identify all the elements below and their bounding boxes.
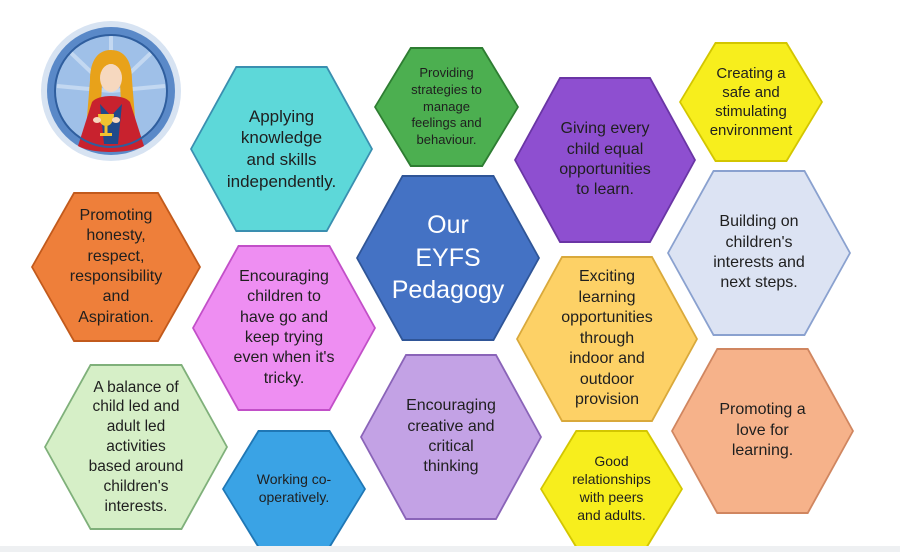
school-seal-logo-icon <box>41 21 181 161</box>
hex-feelings: Providing strategies to manage feelings … <box>374 47 519 167</box>
hex-cooperative-text: Working co-operatively. <box>224 432 364 546</box>
hex-exciting-text: Exciting learning opportunities through … <box>518 258 696 420</box>
hex-building: Building on children's interests and nex… <box>667 170 851 336</box>
hex-love: Promoting a love for learning. <box>671 348 854 514</box>
hex-center-title: Our EYFS Pedagogy <box>358 177 538 339</box>
hex-balance: A balance of child led and adult led act… <box>44 364 228 530</box>
hex-equal: Giving every child equal opportunities t… <box>514 77 696 243</box>
hex-center: Our EYFS Pedagogy <box>356 175 540 341</box>
hex-encouraging: Encouraging children to have go and keep… <box>192 245 376 411</box>
hex-encouraging-text: Encouraging children to have go and keep… <box>194 247 374 409</box>
bottom-edge-strip <box>0 546 900 552</box>
hex-relationships-text: Good relationships with peers and adults… <box>542 432 681 546</box>
hex-honesty: Promoting honesty, respect, responsibili… <box>31 192 201 342</box>
hex-creative: Encouraging creative and critical thinki… <box>360 354 542 520</box>
hex-honesty-text: Promoting honesty, respect, responsibili… <box>33 194 199 340</box>
hex-relationships: Good relationships with peers and adults… <box>540 430 683 548</box>
hex-love-text: Promoting a love for learning. <box>673 350 852 512</box>
hex-exciting: Exciting learning opportunities through … <box>516 256 698 422</box>
hex-feelings-text: Providing strategies to manage feelings … <box>376 49 517 165</box>
hex-applying-text: Applying knowledge and skills independen… <box>192 68 371 230</box>
hex-applying: Applying knowledge and skills independen… <box>190 66 373 232</box>
hex-safe-text: Creating a safe and stimulating environm… <box>681 44 821 160</box>
hex-creative-text: Encouraging creative and critical thinki… <box>362 356 540 518</box>
hex-balance-text: A balance of child led and adult led act… <box>46 366 226 528</box>
hex-equal-text: Giving every child equal opportunities t… <box>516 79 694 241</box>
hex-cooperative: Working co-operatively. <box>222 430 366 548</box>
hex-building-text: Building on children's interests and nex… <box>669 172 849 334</box>
hex-safe: Creating a safe and stimulating environm… <box>679 42 823 162</box>
